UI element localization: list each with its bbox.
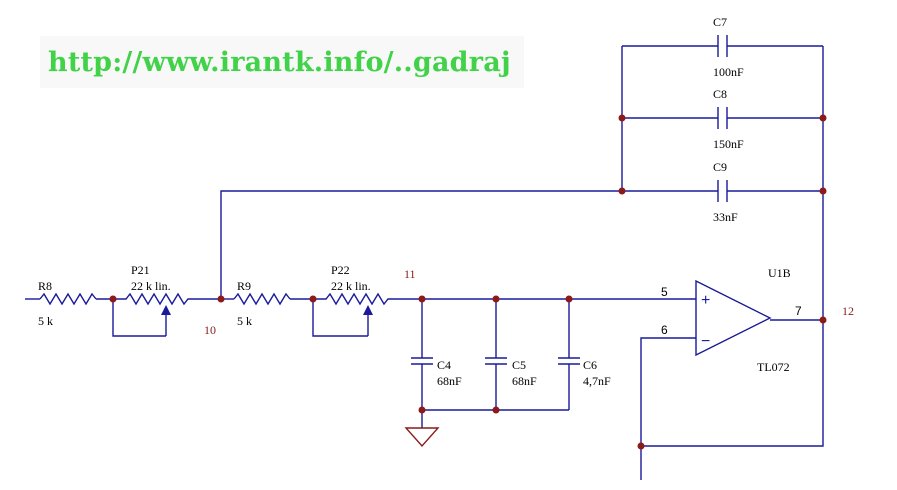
junction-dot <box>492 295 500 303</box>
op-amp-plus-sign: + <box>701 292 710 309</box>
p22-wiper-arrow <box>363 305 373 315</box>
junction-dot <box>819 187 827 195</box>
op-amp-u1b-symbol <box>695 279 772 357</box>
potentiometer-p21-symbol <box>113 292 221 306</box>
c7-ref-label: C7 <box>713 15 727 29</box>
junction-dot <box>819 114 827 122</box>
p21-ref-label: P21 <box>131 263 150 277</box>
c9-value-label: 33nF <box>713 210 738 224</box>
junction-dot <box>217 295 225 303</box>
url-text[interactable]: http://www.irantk.info/..gadraj <box>48 46 511 78</box>
junction-dot <box>618 114 626 122</box>
junction-dot <box>819 316 827 324</box>
op-amp-minus-sign: − <box>701 333 710 350</box>
p22-ref-label: P22 <box>331 263 350 277</box>
potentiometer-p22-symbol <box>313 292 422 306</box>
junction-dot <box>109 295 117 303</box>
output-feedback-wire <box>641 320 824 447</box>
r9-ref-label: R9 <box>237 279 251 293</box>
c8-ref-label: C8 <box>713 87 727 101</box>
p21-wiper-loop <box>112 299 166 337</box>
c5-ref-label: C5 <box>512 358 526 372</box>
p22-wiper-loop <box>312 299 368 337</box>
c7-value-label: 100nF <box>713 65 744 79</box>
pin-5-label: 5 <box>661 285 668 299</box>
junction-dot <box>418 406 426 414</box>
c4-value-label: 68nF <box>437 374 462 388</box>
pin-6-label: 6 <box>661 323 668 337</box>
c9-ref-label: C9 <box>713 160 727 174</box>
net-10-label: 10 <box>204 323 216 337</box>
ground-icon <box>404 427 440 448</box>
junction-dot <box>637 442 645 450</box>
url-banner: http://www.irantk.info/..gadraj <box>40 36 524 88</box>
c5-value-label: 68nF <box>512 374 537 388</box>
junction-dot <box>309 295 317 303</box>
junction-dot <box>492 406 500 414</box>
r8-value-label: 5 k <box>38 314 53 328</box>
net-11-label: 11 <box>404 267 416 281</box>
net-12-label: 12 <box>842 304 854 318</box>
p22-value-label: 22 k lin. <box>331 279 371 293</box>
resistor-r8-symbol <box>39 292 97 306</box>
junction-dot <box>618 187 626 195</box>
junction-dot <box>418 295 426 303</box>
u1b-part-label: TL072 <box>757 360 790 374</box>
inverting-input-wire <box>640 337 696 480</box>
p21-value-label: 22 k lin. <box>131 279 171 293</box>
junction-dot <box>565 295 573 303</box>
c6-value-label: 4,7nF <box>583 374 611 388</box>
c8-value-label: 150nF <box>713 137 744 151</box>
r9-value-label: 5 k <box>237 314 252 328</box>
labels: R8 5 k P21 22 k lin. 10 R9 5 k P22 22 k … <box>38 15 854 388</box>
resistor-r9-symbol <box>233 292 291 306</box>
c4-ref-label: C4 <box>437 358 451 372</box>
wires: + − <box>25 35 824 480</box>
c6-ref-label: C6 <box>583 358 597 372</box>
p21-wiper-arrow <box>161 305 171 315</box>
u1b-ref-label: U1B <box>768 266 791 280</box>
net-10-feedback-wire <box>220 190 622 299</box>
r8-ref-label: R8 <box>38 279 52 293</box>
pin-7-label: 7 <box>795 304 802 318</box>
junctions <box>109 114 827 450</box>
